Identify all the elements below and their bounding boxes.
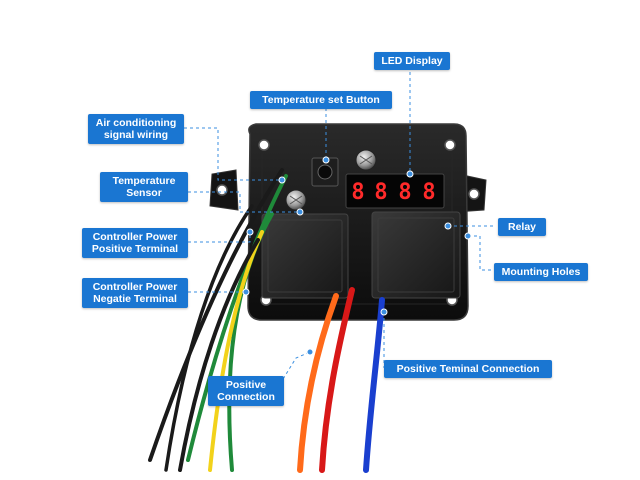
capacitor — [355, 149, 377, 171]
label-controller-power-negative: Controller Power Negatie Terminal — [82, 278, 188, 308]
mounting-hole — [468, 188, 480, 200]
leader-endpoints — [242, 156, 472, 356]
mounting-hole — [216, 184, 228, 196]
led-digit: 8 — [374, 180, 387, 205]
relay-left — [261, 213, 349, 299]
mounting-hole — [258, 139, 270, 151]
led-digit: 8 — [422, 180, 435, 205]
relay-right — [371, 211, 461, 299]
label-temperature-set-button: Temperature set Button — [250, 91, 392, 109]
label-positive-terminal-connection: Positive Teminal Connection — [384, 360, 552, 378]
label-relay: Relay — [498, 218, 546, 236]
label-mounting-holes: Mounting Holes — [494, 263, 588, 281]
signal-wires — [148, 168, 288, 472]
label-air-conditioning-signal-wiring: Air conditioning signal wiring — [88, 114, 184, 144]
label-controller-power-positive: Controller Power Positive Terminal — [82, 228, 188, 258]
led-digit: 8 — [398, 180, 411, 205]
capacitor — [285, 189, 307, 211]
led-digit: 8 — [351, 180, 364, 205]
power-wires — [297, 287, 385, 473]
mounting-hole — [444, 139, 456, 151]
label-positive-connection: Positive Connection — [208, 376, 284, 406]
leader-lines — [184, 66, 496, 385]
label-temperature-sensor: Temperature Sensor — [100, 172, 188, 202]
led-display: 8 8 8 8 — [345, 173, 445, 209]
label-led-display: LED Display — [374, 52, 450, 70]
